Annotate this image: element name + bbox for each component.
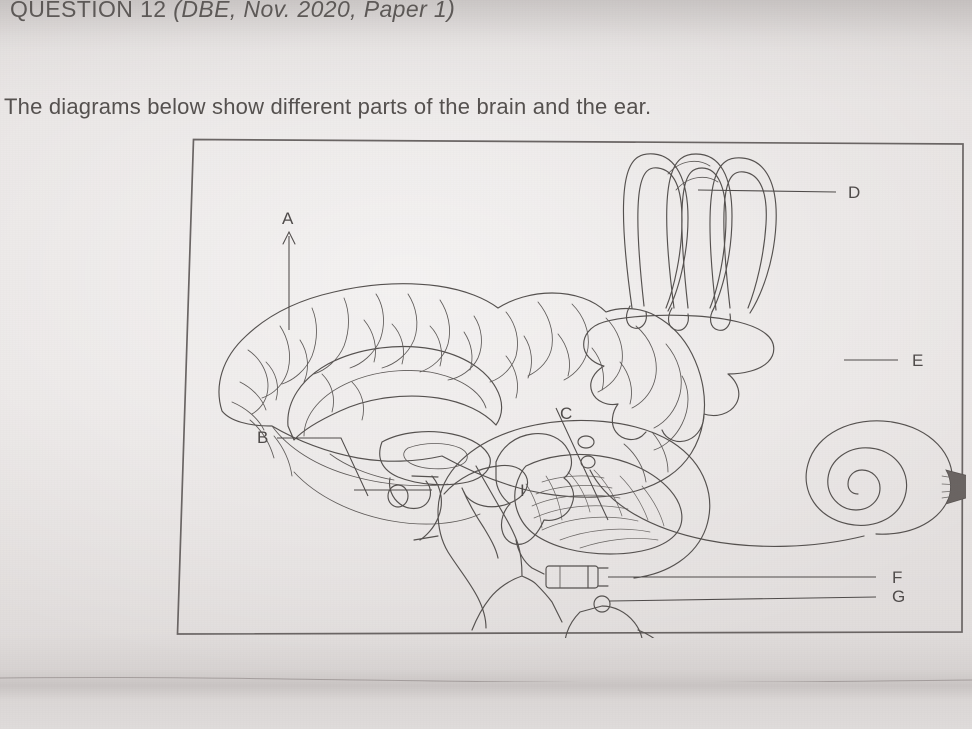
pituitary-hypothalamus bbox=[388, 477, 432, 510]
label-I-outside-svg: I bbox=[520, 481, 525, 500]
tympanic-lower-chamber bbox=[564, 605, 643, 638]
lateral-ventricle bbox=[303, 370, 487, 437]
stapes bbox=[545, 565, 599, 589]
incus bbox=[495, 433, 575, 545]
corpus-callosum bbox=[287, 345, 503, 441]
semicircular-canal-lateral-inner bbox=[723, 171, 767, 309]
nerve-branch bbox=[637, 629, 655, 638]
label-D: D bbox=[848, 183, 861, 202]
temporal-lobe-fold bbox=[271, 425, 449, 487]
bottom-page-shadow bbox=[0, 633, 972, 729]
label-F: F bbox=[892, 568, 903, 587]
cochlea-apex-shading bbox=[945, 469, 966, 505]
label-C: C bbox=[560, 404, 573, 423]
label-A: A bbox=[282, 209, 294, 228]
cerebellum-foliage bbox=[525, 469, 665, 549]
cochlear-duct-connection bbox=[589, 469, 865, 547]
label-G: G bbox=[892, 587, 906, 606]
round-window bbox=[593, 595, 611, 613]
cerebral-sulci bbox=[231, 293, 689, 483]
ampulla-right bbox=[709, 307, 731, 331]
oval-window bbox=[597, 567, 609, 587]
figure-svg: A B C bbox=[176, 138, 966, 638]
semicircular-canal-lateral bbox=[709, 157, 777, 314]
cerebellum-outline bbox=[514, 453, 683, 555]
thalamus bbox=[379, 431, 491, 486]
semicircular-canal-superior-inner bbox=[681, 167, 727, 309]
inner-ear-diagram: D E bbox=[577, 153, 966, 547]
eardrum-edge-top bbox=[411, 475, 439, 478]
semicircular-canal-superior bbox=[666, 153, 733, 313]
question-number: QUESTION 12 bbox=[10, 0, 167, 22]
question-intro-text: The diagrams below show different parts … bbox=[4, 94, 652, 119]
cerebrum-outline bbox=[218, 283, 706, 498]
paper-crease bbox=[0, 676, 972, 682]
question-heading: QUESTION 12 (DBE, Nov. 2020, Paper 1) bbox=[10, 0, 455, 23]
endolymphatic-duct-lower bbox=[580, 455, 596, 469]
eardrum-edge-bottom bbox=[413, 535, 439, 541]
canal-crossing-arc bbox=[667, 160, 711, 175]
label-I-text: I bbox=[520, 481, 525, 500]
figure-container: A B C bbox=[176, 136, 966, 638]
label-D-leader bbox=[697, 189, 837, 193]
semicircular-canal-posterior bbox=[622, 153, 689, 312]
middle-ear-cavity bbox=[437, 419, 711, 629]
fornix bbox=[329, 453, 395, 481]
endolymphatic-duct-upper bbox=[577, 435, 595, 449]
pituitary-gland bbox=[387, 484, 409, 508]
label-B: B bbox=[257, 428, 269, 447]
inferior-brain-edge bbox=[293, 471, 481, 525]
canal-crossing-arc-2 bbox=[675, 176, 719, 191]
label-A-leader bbox=[282, 230, 296, 330]
vestibule bbox=[583, 314, 775, 443]
brain-diagram: A B C bbox=[218, 209, 706, 631]
middle-ear-diagram: I F G H bbox=[354, 419, 906, 638]
thalamus-inner bbox=[403, 443, 468, 470]
figure-border bbox=[176, 138, 964, 635]
eardrum bbox=[419, 475, 442, 541]
question-source: (DBE, Nov. 2020, Paper 1) bbox=[173, 0, 456, 22]
brain-stem bbox=[471, 465, 563, 631]
malleus bbox=[443, 464, 529, 508]
semicircular-canal-posterior-inner bbox=[637, 167, 683, 309]
incus-long-process bbox=[515, 539, 545, 575]
label-B-leader bbox=[277, 437, 369, 497]
label-E: E bbox=[912, 351, 924, 370]
ampulla-left bbox=[625, 305, 647, 329]
pons bbox=[461, 487, 499, 559]
label-G-leader bbox=[609, 596, 877, 602]
cochlea-spiral bbox=[805, 420, 953, 535]
ampulla-mid bbox=[667, 307, 689, 331]
